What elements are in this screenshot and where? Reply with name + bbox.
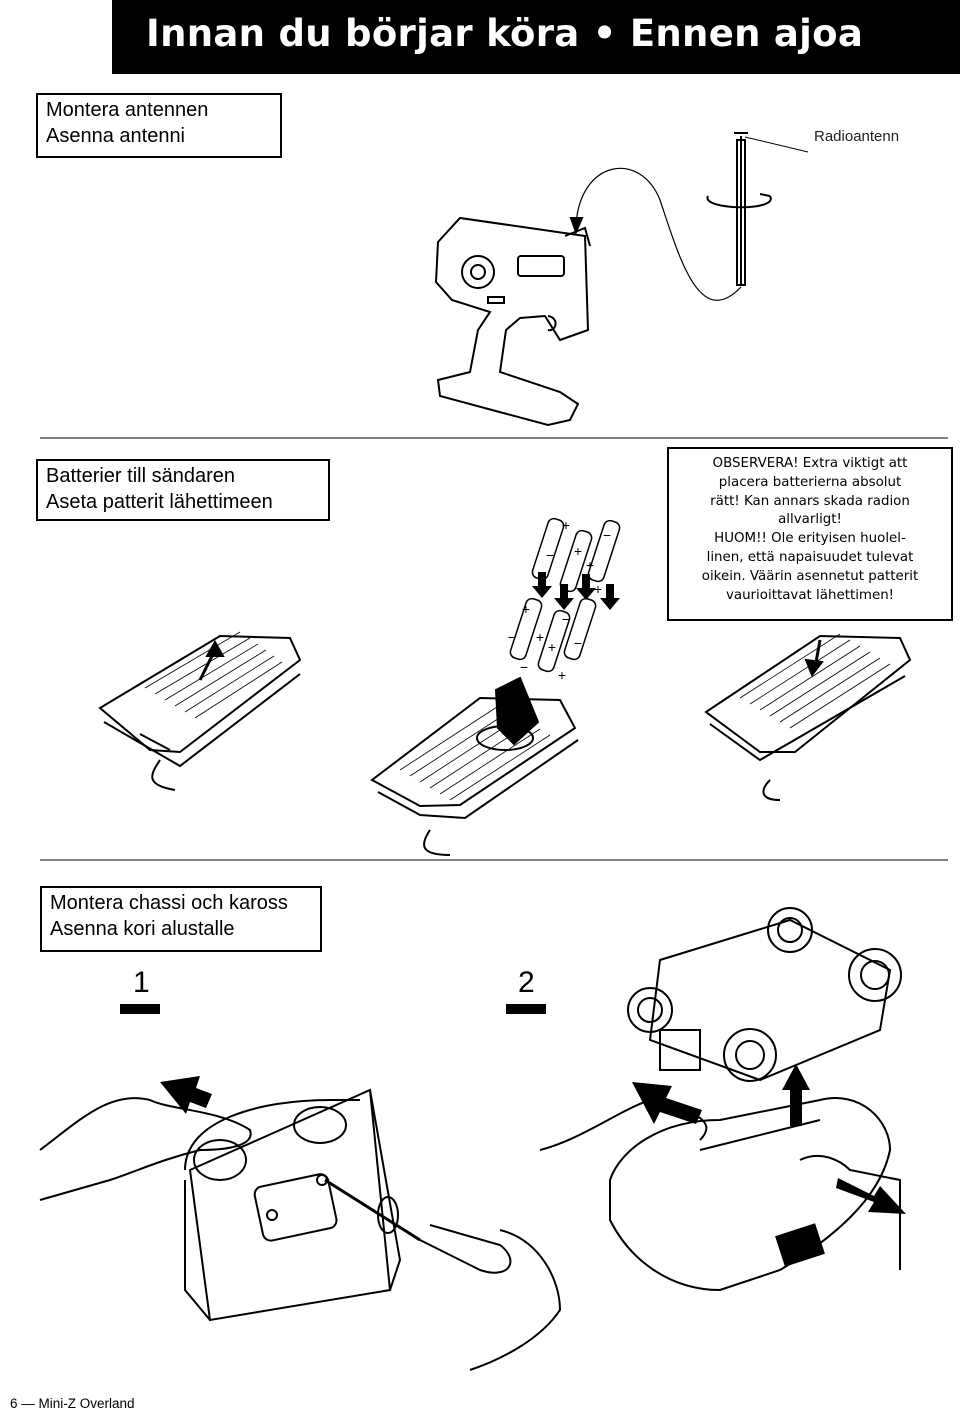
battery-tray-center xyxy=(370,676,579,856)
chassis-section-label: Montera chassi och kaross Asenna kori al… xyxy=(40,886,322,952)
battery-minus-symbol: − xyxy=(546,547,554,563)
antenna-callout: Radioantenn xyxy=(814,128,900,145)
antenna-rod-illustration xyxy=(706,132,772,286)
page-header: Innan du börjar köra • Ennen ajoa xyxy=(112,0,960,74)
step1-illustration xyxy=(39,1088,562,1371)
step-number-2: 2 xyxy=(518,966,535,999)
battery-minus-symbol: − xyxy=(508,629,516,645)
step-marker-2 xyxy=(506,1004,546,1014)
battery-minus-symbol: − xyxy=(520,659,528,675)
antenna-label-swedish: Montera antennen xyxy=(46,99,209,121)
battery-plus-symbol: + xyxy=(574,543,582,559)
note-line: linen, että napaisuudet tulevat xyxy=(706,549,914,565)
battery-tray-illustrations xyxy=(98,631,912,856)
battery-minus-symbol: − xyxy=(603,527,611,543)
note-line: placera batterierna absolut xyxy=(718,474,902,490)
battery-cells xyxy=(509,517,621,673)
step-number-1: 1 xyxy=(133,966,150,999)
batteries-label-swedish: Batterier till sändaren xyxy=(46,465,235,487)
step2-arrow-out xyxy=(836,1178,906,1214)
page-footer: 6 — Mini-Z Overland xyxy=(10,1396,135,1411)
battery-plus-symbol: + xyxy=(562,517,570,533)
batteries-section-label: Batterier till sändaren Aseta patterit l… xyxy=(36,459,330,521)
page-title: Innan du börjar köra • Ennen ajoa xyxy=(146,12,864,55)
step2-arrow-up xyxy=(782,1064,810,1126)
antenna-label-finnish: Asenna antenni xyxy=(46,125,186,147)
battery-tray-right xyxy=(704,633,912,801)
battery-tray-left xyxy=(98,631,302,791)
note-line: allvarligt! xyxy=(778,512,842,528)
product-name: Mini-Z Overland xyxy=(38,1396,135,1411)
battery-plus-symbol: + xyxy=(586,557,594,573)
note-line: oikein. Väärin asennetut patterit xyxy=(701,568,919,584)
chassis-label-finnish: Asenna kori alustalle xyxy=(50,918,235,940)
transmitter-illustration xyxy=(434,216,591,427)
step2-illustration xyxy=(539,907,902,1292)
chassis-label-swedish: Montera chassi och kaross xyxy=(50,892,288,914)
note-line: OBSERVERA! Extra viktigt att xyxy=(712,456,908,471)
battery-plus-symbol: + xyxy=(548,639,556,655)
step2-arrow-in xyxy=(632,1082,702,1124)
polarity-warning-note: OBSERVERA! Extra viktigt att placera bat… xyxy=(667,447,953,621)
antenna-section-label: Montera antennen Asenna antenni xyxy=(36,93,282,158)
step1-arrow xyxy=(160,1076,212,1114)
battery-plus-symbol: + xyxy=(536,629,544,645)
step-marker-1 xyxy=(120,1004,160,1014)
battery-plus-symbol: + xyxy=(522,601,530,617)
battery-minus-symbol: − xyxy=(562,611,570,627)
note-line: vaurioittavat lähettimen! xyxy=(725,587,895,603)
battery-insert-arrows xyxy=(532,572,620,610)
page-number: 6 xyxy=(10,1396,18,1411)
battery-plus-symbol: + xyxy=(558,667,566,683)
note-line: HUOM!! Ole erityisen huolel- xyxy=(714,531,906,547)
batteries-label-finnish: Aseta patterit lähettimeen xyxy=(46,491,273,513)
battery-plus-symbol: + xyxy=(594,581,602,597)
note-line: rätt! Kan annars skada radion xyxy=(710,493,910,509)
battery-minus-symbol: − xyxy=(574,635,582,651)
antenna-mount-arrow xyxy=(575,167,742,301)
footer-separator: — xyxy=(21,1396,39,1411)
